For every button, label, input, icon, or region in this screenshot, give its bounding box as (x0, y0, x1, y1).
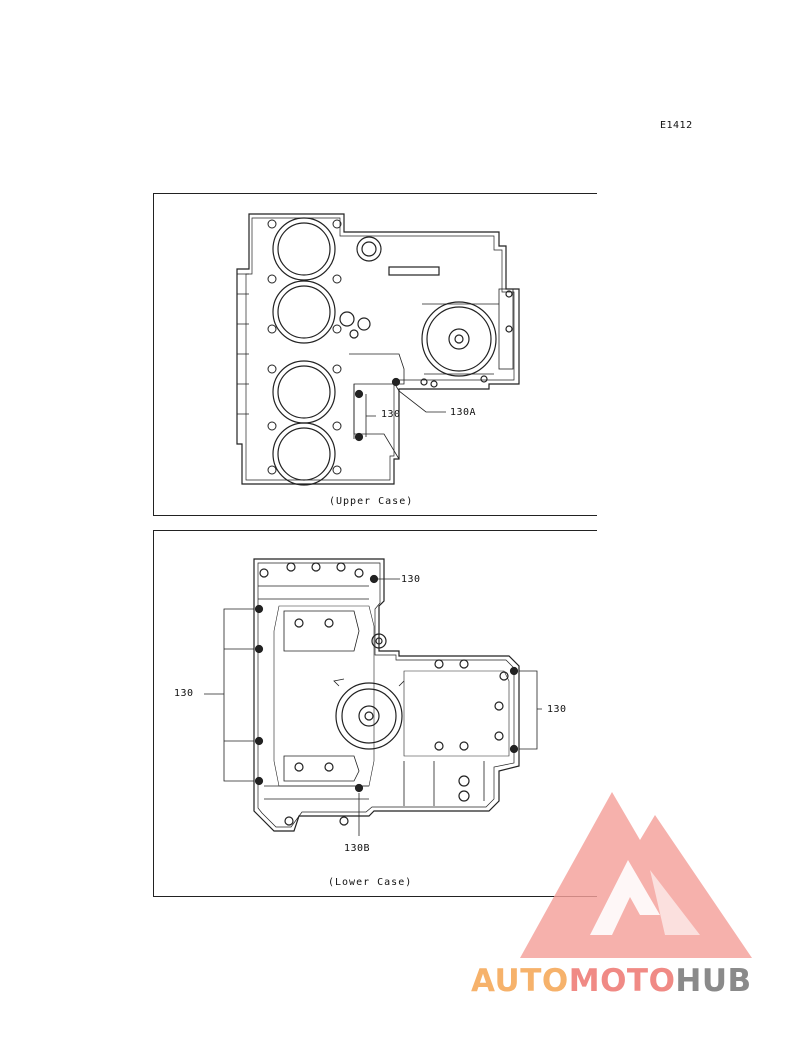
lower-case-caption: (Lower Case) (328, 877, 413, 888)
watermark-text: AUTOMOTOHUB (471, 963, 752, 999)
watermark-moto: MOTO (568, 963, 676, 999)
lower-label-130b: 130B (344, 843, 371, 854)
watermark-auto: AUTO (471, 963, 569, 999)
watermark-hub: HUB (675, 963, 752, 999)
upper-label-130a: 130A (450, 407, 477, 418)
upper-label-130: 130 (381, 409, 401, 420)
lower-case-panel: 130 130 130 130B (Lower Case) (153, 530, 597, 897)
lower-label-130-right: 130 (547, 704, 567, 715)
upper-case-caption: (Upper Case) (329, 496, 414, 507)
upper-case-drawing (236, 213, 520, 486)
lower-case-drawing (204, 558, 542, 836)
lower-label-130-top: 130 (401, 574, 421, 585)
figure-code: E1412 (660, 120, 693, 131)
upper-case-panel: 130 130A (Upper Case) (153, 193, 597, 516)
lower-label-130-left: 130 (174, 688, 194, 699)
